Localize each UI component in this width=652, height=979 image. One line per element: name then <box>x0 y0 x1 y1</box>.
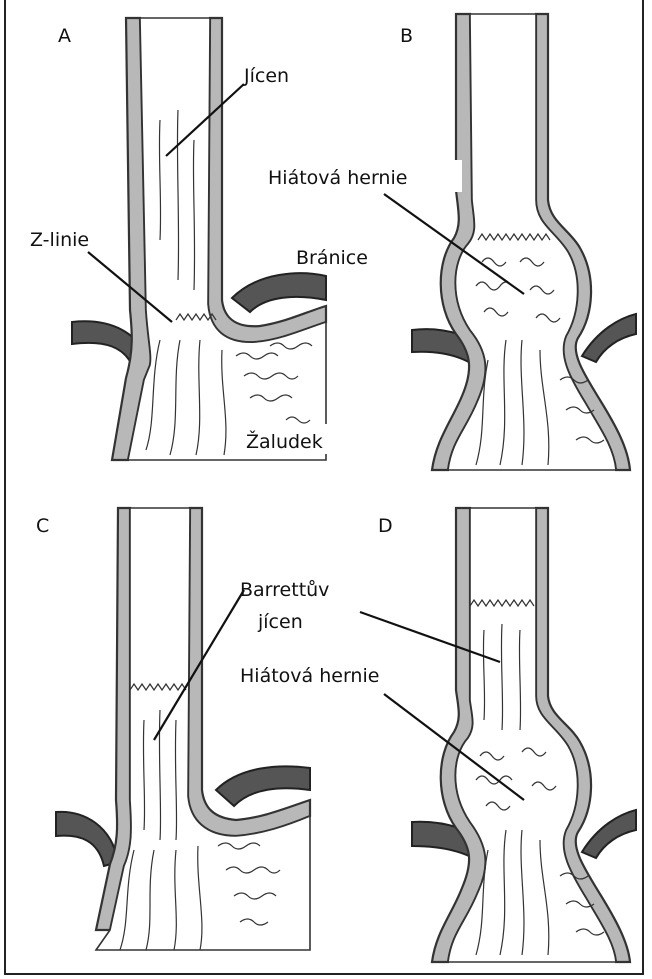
label-stomach: Žaludek <box>246 430 323 453</box>
panel-c-letter: C <box>36 515 49 537</box>
label-hernia-d: Hiátová hernie <box>240 665 379 687</box>
label-barrett-line2: jícen <box>257 611 303 633</box>
diaphragm-right-a <box>232 273 326 312</box>
label-barrett-line1: Barrettův <box>240 579 329 601</box>
label-hernia-b: Hiátová hernie <box>268 167 407 189</box>
label-z-line: Z-linie <box>30 229 89 251</box>
panel-d-letter: D <box>378 515 393 537</box>
panel-c: C Barrettův jícen <box>28 508 344 950</box>
panel-b-letter: B <box>400 25 413 47</box>
label-diaphragm: Bránice <box>296 247 368 269</box>
diaphragm-left-c <box>56 812 118 866</box>
panel-a-letter: A <box>58 25 71 47</box>
diaphragm-right-c <box>216 766 310 806</box>
label-esophagus: Jícen <box>243 65 289 87</box>
panel-a: A Jícen Z-linie Bránice <box>24 18 394 460</box>
diaphragm-right-b <box>582 314 636 362</box>
diaphragm-right-d <box>582 810 636 858</box>
